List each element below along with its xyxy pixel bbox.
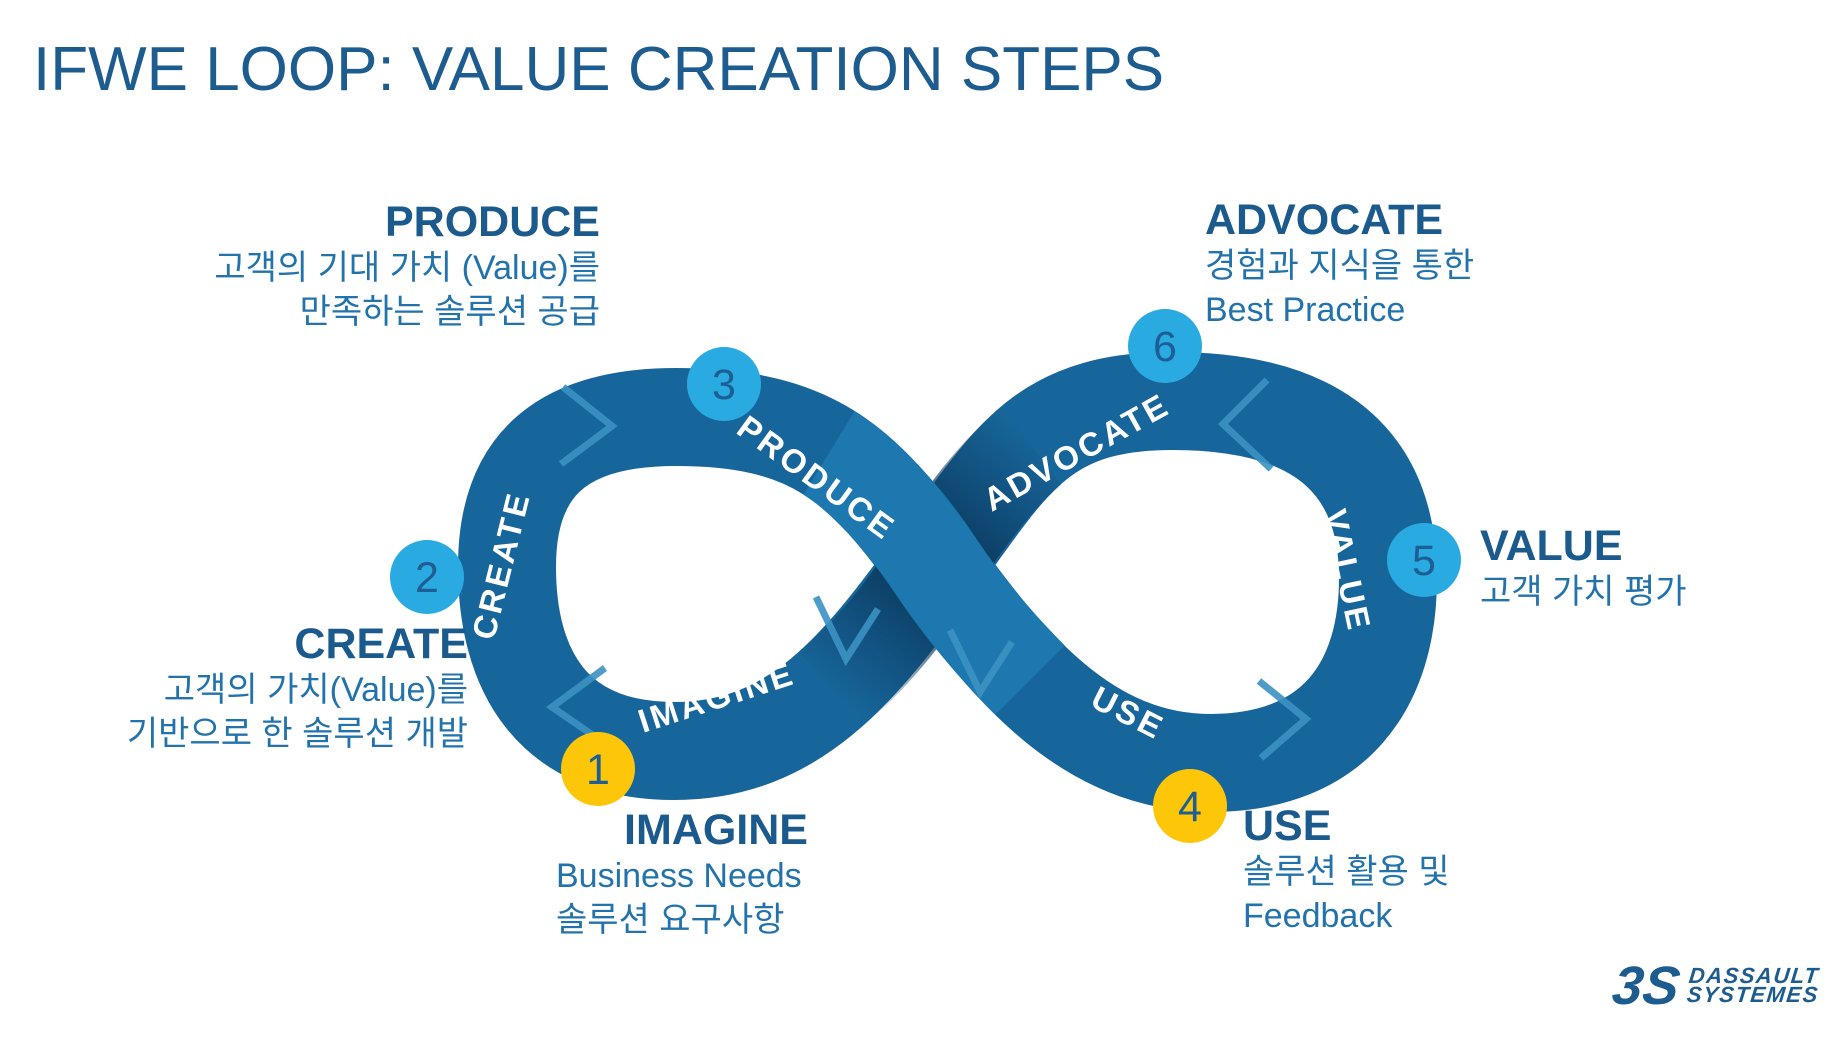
step-badge-4-number: 4	[1178, 783, 1202, 831]
step-desc-use-line2: Feedback	[1243, 897, 1393, 936]
step-heading-advocate: ADVOCATE	[1205, 196, 1444, 244]
step-heading-value: VALUE	[1480, 522, 1623, 570]
step-block-advocate: ADVOCATE 경험과 지식을 통한 Best Practice	[1205, 196, 1665, 333]
ribbon-over-strand	[802, 411, 1065, 715]
step-desc-create-line2: 기반으로 한 솔루션 개발	[126, 715, 468, 754]
step-badge-1-number: 1	[586, 746, 610, 794]
chevron-accent-use-value	[1256, 678, 1312, 761]
dassault-systemes-logo: 3S DASSAULT SYSTEMES	[1612, 952, 1822, 1020]
logo-word-line2: SYSTEMES	[1685, 982, 1821, 1007]
step-desc-create-line1: 고객의 가치(Value)를	[163, 671, 468, 710]
dassault-3ds-mark-icon: 3S	[1612, 956, 1682, 1016]
chevron-accent-crossing-left	[812, 595, 881, 667]
step-desc-use-line1: 솔루션 활용 및	[1243, 853, 1450, 892]
dassault-systemes-wordmark: DASSAULT SYSTEMES	[1685, 963, 1822, 1007]
step-badge-4-circle	[1153, 769, 1227, 843]
step-badge-6-circle	[1128, 309, 1202, 383]
chevron-accent-advocate-value	[1217, 377, 1274, 472]
step-desc-produce-line2: 만족하는 솔루션 공급	[299, 293, 600, 332]
step-block-produce: PRODUCE 고객의 기대 가치 (Value)를 만족하는 솔루션 공급	[150, 198, 600, 335]
step-heading-produce: PRODUCE	[384, 198, 600, 246]
step-badge-5-number: 5	[1412, 537, 1436, 585]
step-badge-5: 5	[1387, 523, 1461, 597]
step-badge-5-circle	[1387, 523, 1461, 597]
step-badge-3: 3	[687, 347, 761, 421]
step-desc-value-line1: 고객 가치 평가	[1480, 573, 1687, 612]
step-badge-2: 2	[390, 540, 464, 614]
step-block-use: USE 솔루션 활용 및 Feedback	[1243, 802, 1663, 939]
step-badge-2-circle	[390, 540, 464, 614]
step-block-create: CREATE 고객의 가치(Value)를 기반으로 한 솔루션 개발	[40, 620, 468, 757]
step-badge-6: 6	[1128, 309, 1202, 383]
chevron-accent-crossing-right	[946, 628, 1015, 700]
step-block-imagine: IMAGINE Business Needs 솔루션 요구사항	[556, 806, 976, 943]
step-heading-imagine: IMAGINE	[624, 806, 808, 854]
step-desc-imagine-line1: Business Needs	[556, 857, 802, 896]
step-heading-use: USE	[1243, 802, 1332, 850]
step-badge-1: 1	[561, 732, 635, 806]
step-badge-4: 4	[1153, 769, 1227, 843]
chevron-accent-create-produce	[558, 384, 618, 467]
page-title: IFWE LOOP: VALUE CREATION STEPS	[33, 35, 1165, 104]
step-desc-advocate-line2: Best Practice	[1205, 291, 1406, 330]
step-desc-produce-line1: 고객의 기대 가치 (Value)를	[214, 249, 600, 288]
step-badge-3-number: 3	[712, 361, 736, 409]
step-desc-imagine-line2: 솔루션 요구사항	[556, 901, 785, 940]
step-badge-1-circle	[561, 732, 635, 806]
step-desc-advocate-line1: 경험과 지식을 통한	[1205, 247, 1475, 286]
step-badge-3-circle	[687, 347, 761, 421]
step-badge-6-number: 6	[1153, 323, 1177, 371]
step-heading-create: CREATE	[294, 620, 468, 668]
step-badge-2-number: 2	[415, 554, 439, 602]
step-block-value: VALUE 고객 가치 평가	[1480, 522, 1840, 614]
svg-text:3S: 3S	[1612, 956, 1682, 1016]
chevron-accent-imagine-create	[545, 665, 609, 748]
